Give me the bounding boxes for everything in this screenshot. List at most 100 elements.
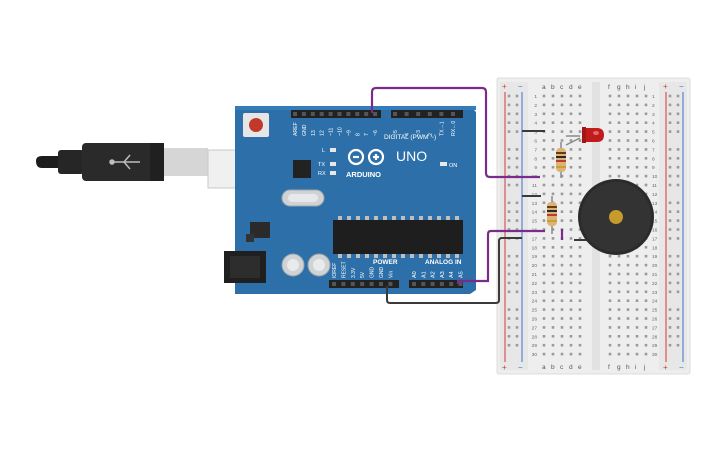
rail-hole[interactable] — [668, 308, 672, 311]
breadboard-hole[interactable] — [551, 290, 555, 294]
header-pin-hole[interactable] — [439, 282, 444, 286]
breadboard-hole[interactable] — [569, 237, 573, 240]
breadboard-hole[interactable] — [635, 299, 639, 302]
breadboard-hole[interactable] — [626, 290, 630, 294]
breadboard-hole[interactable] — [617, 335, 621, 338]
rail-hole[interactable] — [676, 343, 680, 347]
breadboard-hole[interactable] — [569, 272, 573, 276]
breadboard-hole[interactable] — [551, 174, 555, 178]
breadboard-hole[interactable] — [578, 299, 582, 302]
rail-hole[interactable] — [515, 183, 519, 187]
breadboard-hole[interactable] — [608, 165, 612, 169]
breadboard-hole[interactable] — [608, 352, 612, 356]
breadboard-hole[interactable] — [608, 335, 612, 338]
header-pin-hole[interactable] — [388, 282, 393, 286]
rail-hole[interactable] — [507, 121, 511, 124]
rail-hole[interactable] — [668, 272, 672, 276]
breadboard-hole[interactable] — [569, 148, 573, 151]
breadboard-hole[interactable] — [635, 254, 639, 258]
breadboard-hole[interactable] — [626, 317, 630, 320]
usb-cable[interactable] — [36, 143, 271, 189]
rail-hole[interactable] — [668, 210, 672, 213]
breadboard-hole[interactable] — [551, 308, 555, 311]
breadboard-hole[interactable] — [542, 139, 546, 142]
breadboard-hole[interactable] — [617, 317, 621, 320]
rail-hole[interactable] — [668, 148, 672, 151]
rail-hole[interactable] — [676, 335, 680, 338]
breadboard-hole[interactable] — [569, 317, 573, 320]
reset-button[interactable] — [243, 113, 269, 137]
breadboard-hole[interactable] — [569, 94, 573, 98]
breadboard-hole[interactable] — [608, 112, 612, 116]
rail-hole[interactable] — [507, 326, 511, 329]
breadboard-hole[interactable] — [617, 157, 621, 160]
breadboard-hole[interactable] — [578, 112, 582, 116]
breadboard-hole[interactable] — [551, 272, 555, 276]
header-pin-hole[interactable] — [427, 112, 432, 116]
breadboard-hole[interactable] — [635, 174, 639, 178]
breadboard-hole[interactable] — [617, 103, 621, 107]
rail-hole[interactable] — [676, 326, 680, 329]
breadboard-hole[interactable] — [617, 254, 621, 258]
breadboard-hole[interactable] — [644, 157, 648, 160]
breadboard-hole[interactable] — [617, 290, 621, 294]
breadboard-hole[interactable] — [542, 210, 546, 213]
header-pin-hole[interactable] — [341, 282, 346, 286]
rail-hole[interactable] — [676, 157, 680, 160]
rail-hole[interactable] — [676, 130, 680, 133]
rail-hole[interactable] — [507, 148, 511, 151]
breadboard-hole[interactable] — [560, 254, 564, 258]
breadboard-hole[interactable] — [560, 290, 564, 294]
rail-hole[interactable] — [676, 121, 680, 124]
breadboard-hole[interactable] — [626, 308, 630, 311]
rail-hole[interactable] — [668, 103, 672, 107]
rail-hole[interactable] — [676, 94, 680, 98]
breadboard-hole[interactable] — [551, 121, 555, 124]
breadboard-hole[interactable] — [626, 299, 630, 302]
breadboard-hole[interactable] — [542, 183, 546, 187]
breadboard-hole[interactable] — [644, 94, 648, 98]
breadboard-hole[interactable] — [569, 335, 573, 338]
rail-hole[interactable] — [507, 254, 511, 258]
breadboard-hole[interactable] — [608, 326, 612, 329]
breadboard-hole[interactable] — [551, 326, 555, 329]
header-pin-hole[interactable] — [412, 282, 416, 286]
breadboard-hole[interactable] — [617, 174, 621, 178]
breadboard-hole[interactable] — [644, 254, 648, 258]
rail-hole[interactable] — [676, 219, 680, 222]
rail-hole[interactable] — [515, 148, 519, 151]
breadboard-hole[interactable] — [578, 343, 582, 347]
breadboard-hole[interactable] — [542, 308, 546, 311]
rail-hole[interactable] — [507, 210, 511, 213]
breadboard-hole[interactable] — [578, 139, 582, 142]
breadboard-hole[interactable] — [635, 272, 639, 276]
breadboard-hole[interactable] — [542, 290, 546, 294]
breadboard-hole[interactable] — [551, 192, 555, 196]
breadboard-hole[interactable] — [617, 281, 621, 285]
breadboard-hole[interactable] — [635, 352, 639, 356]
rail-hole[interactable] — [668, 219, 672, 222]
rail-hole[interactable] — [507, 201, 511, 205]
breadboard-hole[interactable] — [578, 263, 582, 267]
breadboard-hole[interactable] — [551, 228, 555, 231]
rail-hole[interactable] — [515, 130, 519, 133]
rail-hole[interactable] — [515, 121, 519, 124]
wire-pin9-to-row10[interactable] — [370, 86, 540, 179]
breadboard-hole[interactable] — [644, 317, 648, 320]
rail-hole[interactable] — [668, 263, 672, 267]
rail-hole[interactable] — [507, 272, 511, 276]
breadboard-hole[interactable] — [635, 317, 639, 320]
breadboard-hole[interactable] — [542, 148, 546, 151]
breadboard-hole[interactable] — [569, 174, 573, 178]
breadboard-hole[interactable] — [635, 281, 639, 285]
breadboard-hole[interactable] — [551, 317, 555, 320]
rail-hole[interactable] — [515, 343, 519, 347]
rail-hole[interactable] — [668, 335, 672, 338]
breadboard-hole[interactable] — [617, 130, 621, 133]
breadboard-hole[interactable] — [569, 246, 573, 249]
breadboard-hole[interactable] — [560, 139, 564, 142]
rail-hole[interactable] — [507, 281, 511, 285]
rail-hole[interactable] — [676, 228, 680, 231]
breadboard-hole[interactable] — [608, 317, 612, 320]
